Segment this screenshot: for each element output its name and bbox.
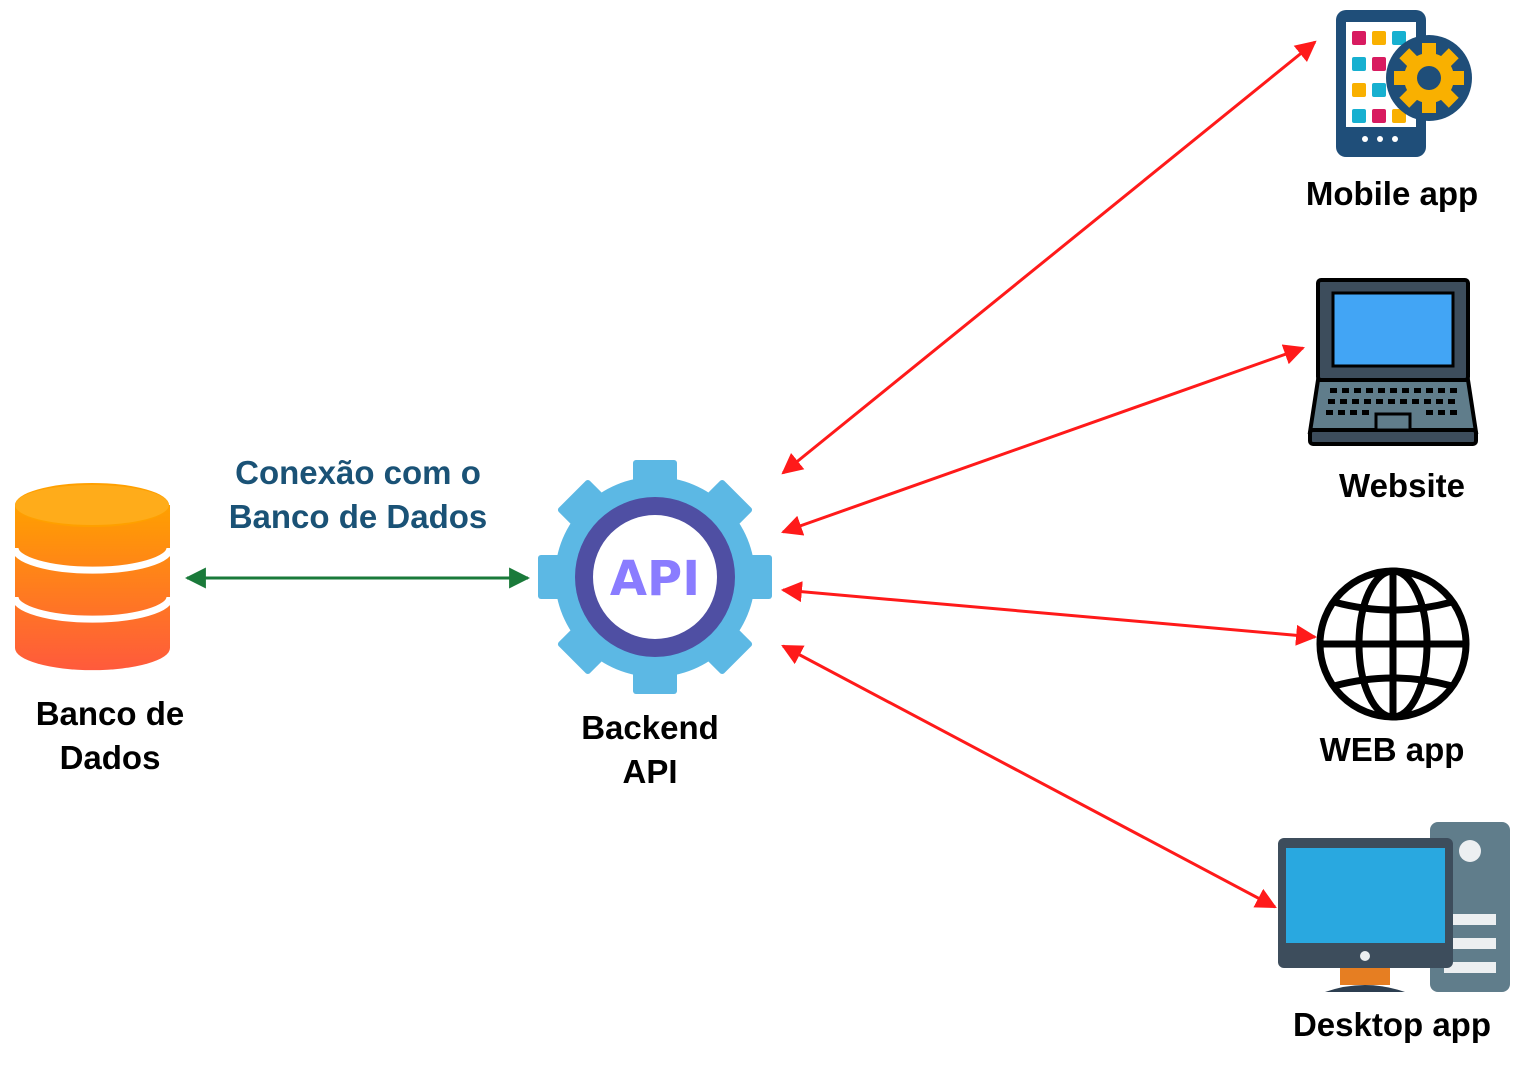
web-app-label: WEB app [1319,731,1465,768]
database-icon [11,483,174,671]
desktop-connection-arrow [781,644,1277,909]
db-connection-label: Conexão com o Banco de Dados [198,451,518,539]
mobile-app-label: Mobile app [1305,175,1479,212]
db-connection-label-line2: Banco de Dados [228,498,488,535]
desktop-app-label: Desktop app [1292,1006,1492,1043]
webapp-connection-arrow [780,581,1318,646]
globe-icon [1316,567,1470,721]
api-gear-icon: API [538,460,772,694]
backend-label-line1: Backend [581,709,719,746]
database-label: Banco de Dados [5,692,215,780]
backend-label: Backend API [550,706,750,794]
mobile-connection-arrow [781,40,1317,475]
laptop-icon [1307,278,1479,446]
database-label-line1: Banco de [35,695,185,732]
db-connection-label-line1: Conexão com o [235,454,481,491]
website-label: Website [1339,467,1465,504]
mobile-app-icon [1336,10,1472,157]
desktop-computer-icon [1278,822,1510,992]
database-label-line2: Dados [59,739,161,776]
backend-label-line2: API [622,753,678,790]
api-icon-text: API [610,551,700,607]
website-connection-arrow [781,344,1305,536]
